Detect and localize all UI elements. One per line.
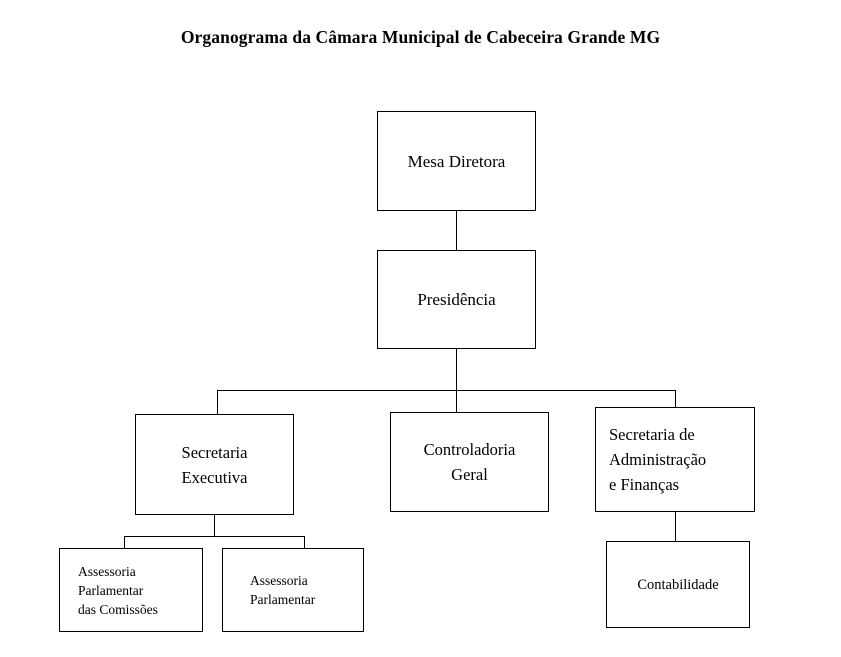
node-contabilidade-label: Contabilidade	[637, 576, 719, 593]
node-contabilidade[interactable]: Contabilidade	[606, 541, 750, 628]
connector-mesa-diretora-to-presidencia	[456, 210, 457, 251]
connector-bus-to-assessoria-parlamentar	[304, 536, 305, 549]
connector-bus-to-assessoria-comissoes	[124, 536, 125, 549]
connector-bus-to-secretaria-admin	[675, 390, 676, 408]
node-controladoria-geral-label: Controladoria Geral	[423, 440, 516, 484]
connector-bus-to-controladoria-geral	[456, 390, 457, 413]
connector-presidencia-stem	[456, 348, 457, 391]
node-secretaria-executiva-label: Secretaria Executiva	[181, 442, 248, 487]
page-title: Organograma da Câmara Municipal de Cabec…	[180, 27, 661, 47]
node-secretaria-administracao-financas[interactable]: Secretaria de Administração e Finanças	[595, 407, 755, 512]
node-presidencia[interactable]: Presidência	[377, 250, 536, 349]
node-mesa-diretora[interactable]: Mesa Diretora	[377, 111, 536, 211]
node-presidencia-label: Presidência	[417, 290, 496, 309]
connector-secretaria-executiva-stem	[214, 514, 215, 537]
connector-bus-to-secretaria-executiva	[217, 390, 218, 415]
node-secretaria-administracao-financas-label: Secretaria de Administração e Finanças	[609, 425, 707, 494]
node-controladoria-geral[interactable]: Controladoria Geral	[390, 412, 549, 512]
node-assessoria-parlamentar-comissoes[interactable]: Assessoria Parlamentar das Comissões	[59, 548, 203, 632]
connector-secretaria-admin-to-contabilidade	[675, 511, 676, 542]
node-assessoria-parlamentar-label: Assessoria Parlamentar	[250, 573, 316, 607]
connector-level3-bus	[217, 390, 676, 391]
node-mesa-diretora-label: Mesa Diretora	[407, 151, 506, 171]
node-assessoria-parlamentar-comissoes-label: Assessoria Parlamentar das Comissões	[78, 563, 158, 617]
node-assessoria-parlamentar[interactable]: Assessoria Parlamentar	[222, 548, 364, 632]
node-secretaria-executiva[interactable]: Secretaria Executiva	[135, 414, 294, 515]
connector-level4-bus	[124, 536, 305, 537]
